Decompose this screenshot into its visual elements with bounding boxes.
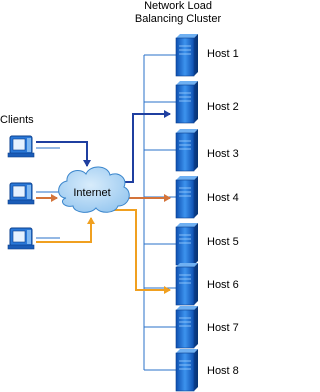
- host-2: Host 2: [175, 81, 239, 124]
- internet-cloud: Internet: [58, 166, 130, 213]
- server-icon: [175, 263, 198, 306]
- client-computer: [7, 227, 35, 250]
- internet-label: Internet: [73, 187, 110, 199]
- cluster-title-line-1: Network Load: [144, 0, 212, 12]
- host-1: Host 1: [175, 34, 239, 77]
- host-4: Host 4: [175, 176, 239, 219]
- cluster-title-line-2: Balancing Cluster: [135, 13, 222, 25]
- host-label: Host 6: [207, 279, 239, 291]
- flow-gold-client-to-internet: [36, 217, 95, 243]
- server-icon: [175, 81, 198, 124]
- cloud-shape: [58, 166, 130, 213]
- server-icon: [175, 223, 198, 266]
- server-icon: [175, 349, 198, 392]
- host-3: Host 3: [175, 129, 239, 172]
- server-icon: [175, 129, 198, 172]
- host-7: Host 7: [175, 306, 239, 349]
- flow-blue-internet-to-host-2: [114, 110, 171, 183]
- client-computer: [7, 182, 35, 205]
- nlb-network-diagram: Network Load Balancing Cluster Clients I…: [0, 0, 239, 392]
- flow-blue-client-to-internet: [36, 141, 91, 167]
- server-icon: [175, 176, 198, 219]
- server-icon: [175, 306, 198, 349]
- host-5: Host 5: [175, 223, 239, 266]
- flow-gold-internet-to-host-6: [112, 209, 171, 294]
- host-6: Host 6: [175, 263, 239, 306]
- host-label: Host 4: [207, 192, 239, 204]
- host-label: Host 3: [207, 148, 239, 160]
- host-label: Host 2: [207, 101, 239, 113]
- client-computer: [7, 135, 35, 158]
- clients-label: Clients: [0, 114, 34, 126]
- host-8: Host 8: [175, 349, 239, 392]
- server-icon: [175, 34, 198, 77]
- host-label: Host 7: [207, 322, 239, 334]
- host-label: Host 8: [207, 365, 239, 377]
- host-label: Host 1: [207, 48, 239, 60]
- host-label: Host 5: [207, 236, 239, 248]
